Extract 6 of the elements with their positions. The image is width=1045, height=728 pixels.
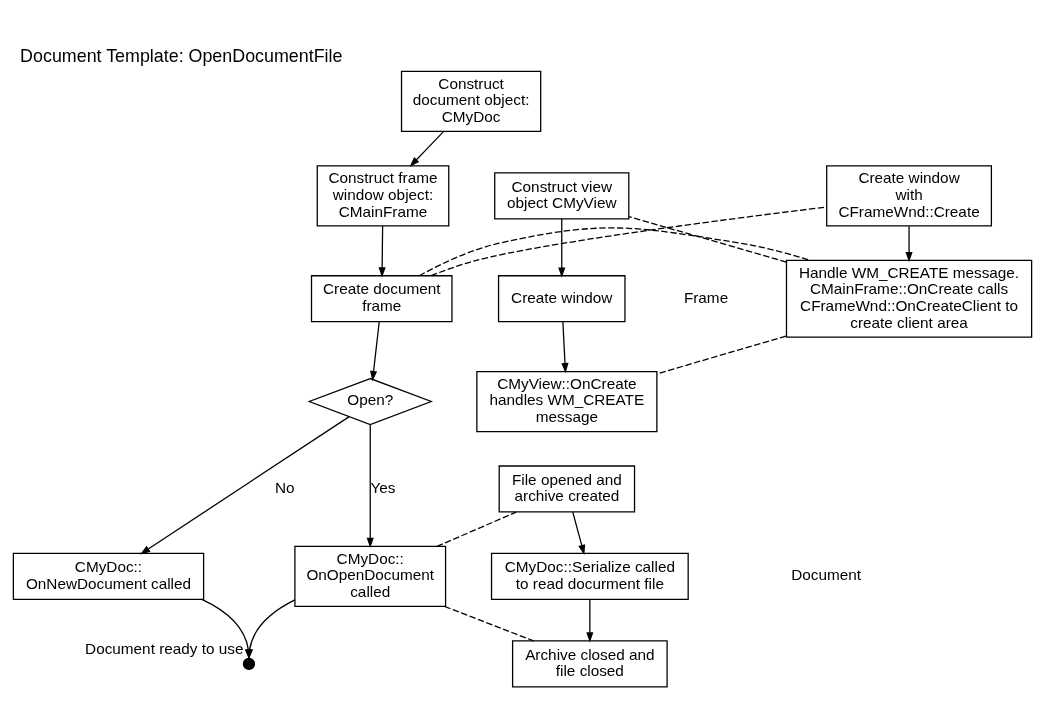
diagram-title: Document Template: OpenDocumentFile xyxy=(20,45,343,66)
edge-label: No xyxy=(274,478,295,496)
node-label: Document ready to use xyxy=(85,639,244,657)
label: Document xyxy=(791,565,861,583)
label: Frame xyxy=(683,288,729,306)
edge-label: Yes xyxy=(370,478,396,496)
